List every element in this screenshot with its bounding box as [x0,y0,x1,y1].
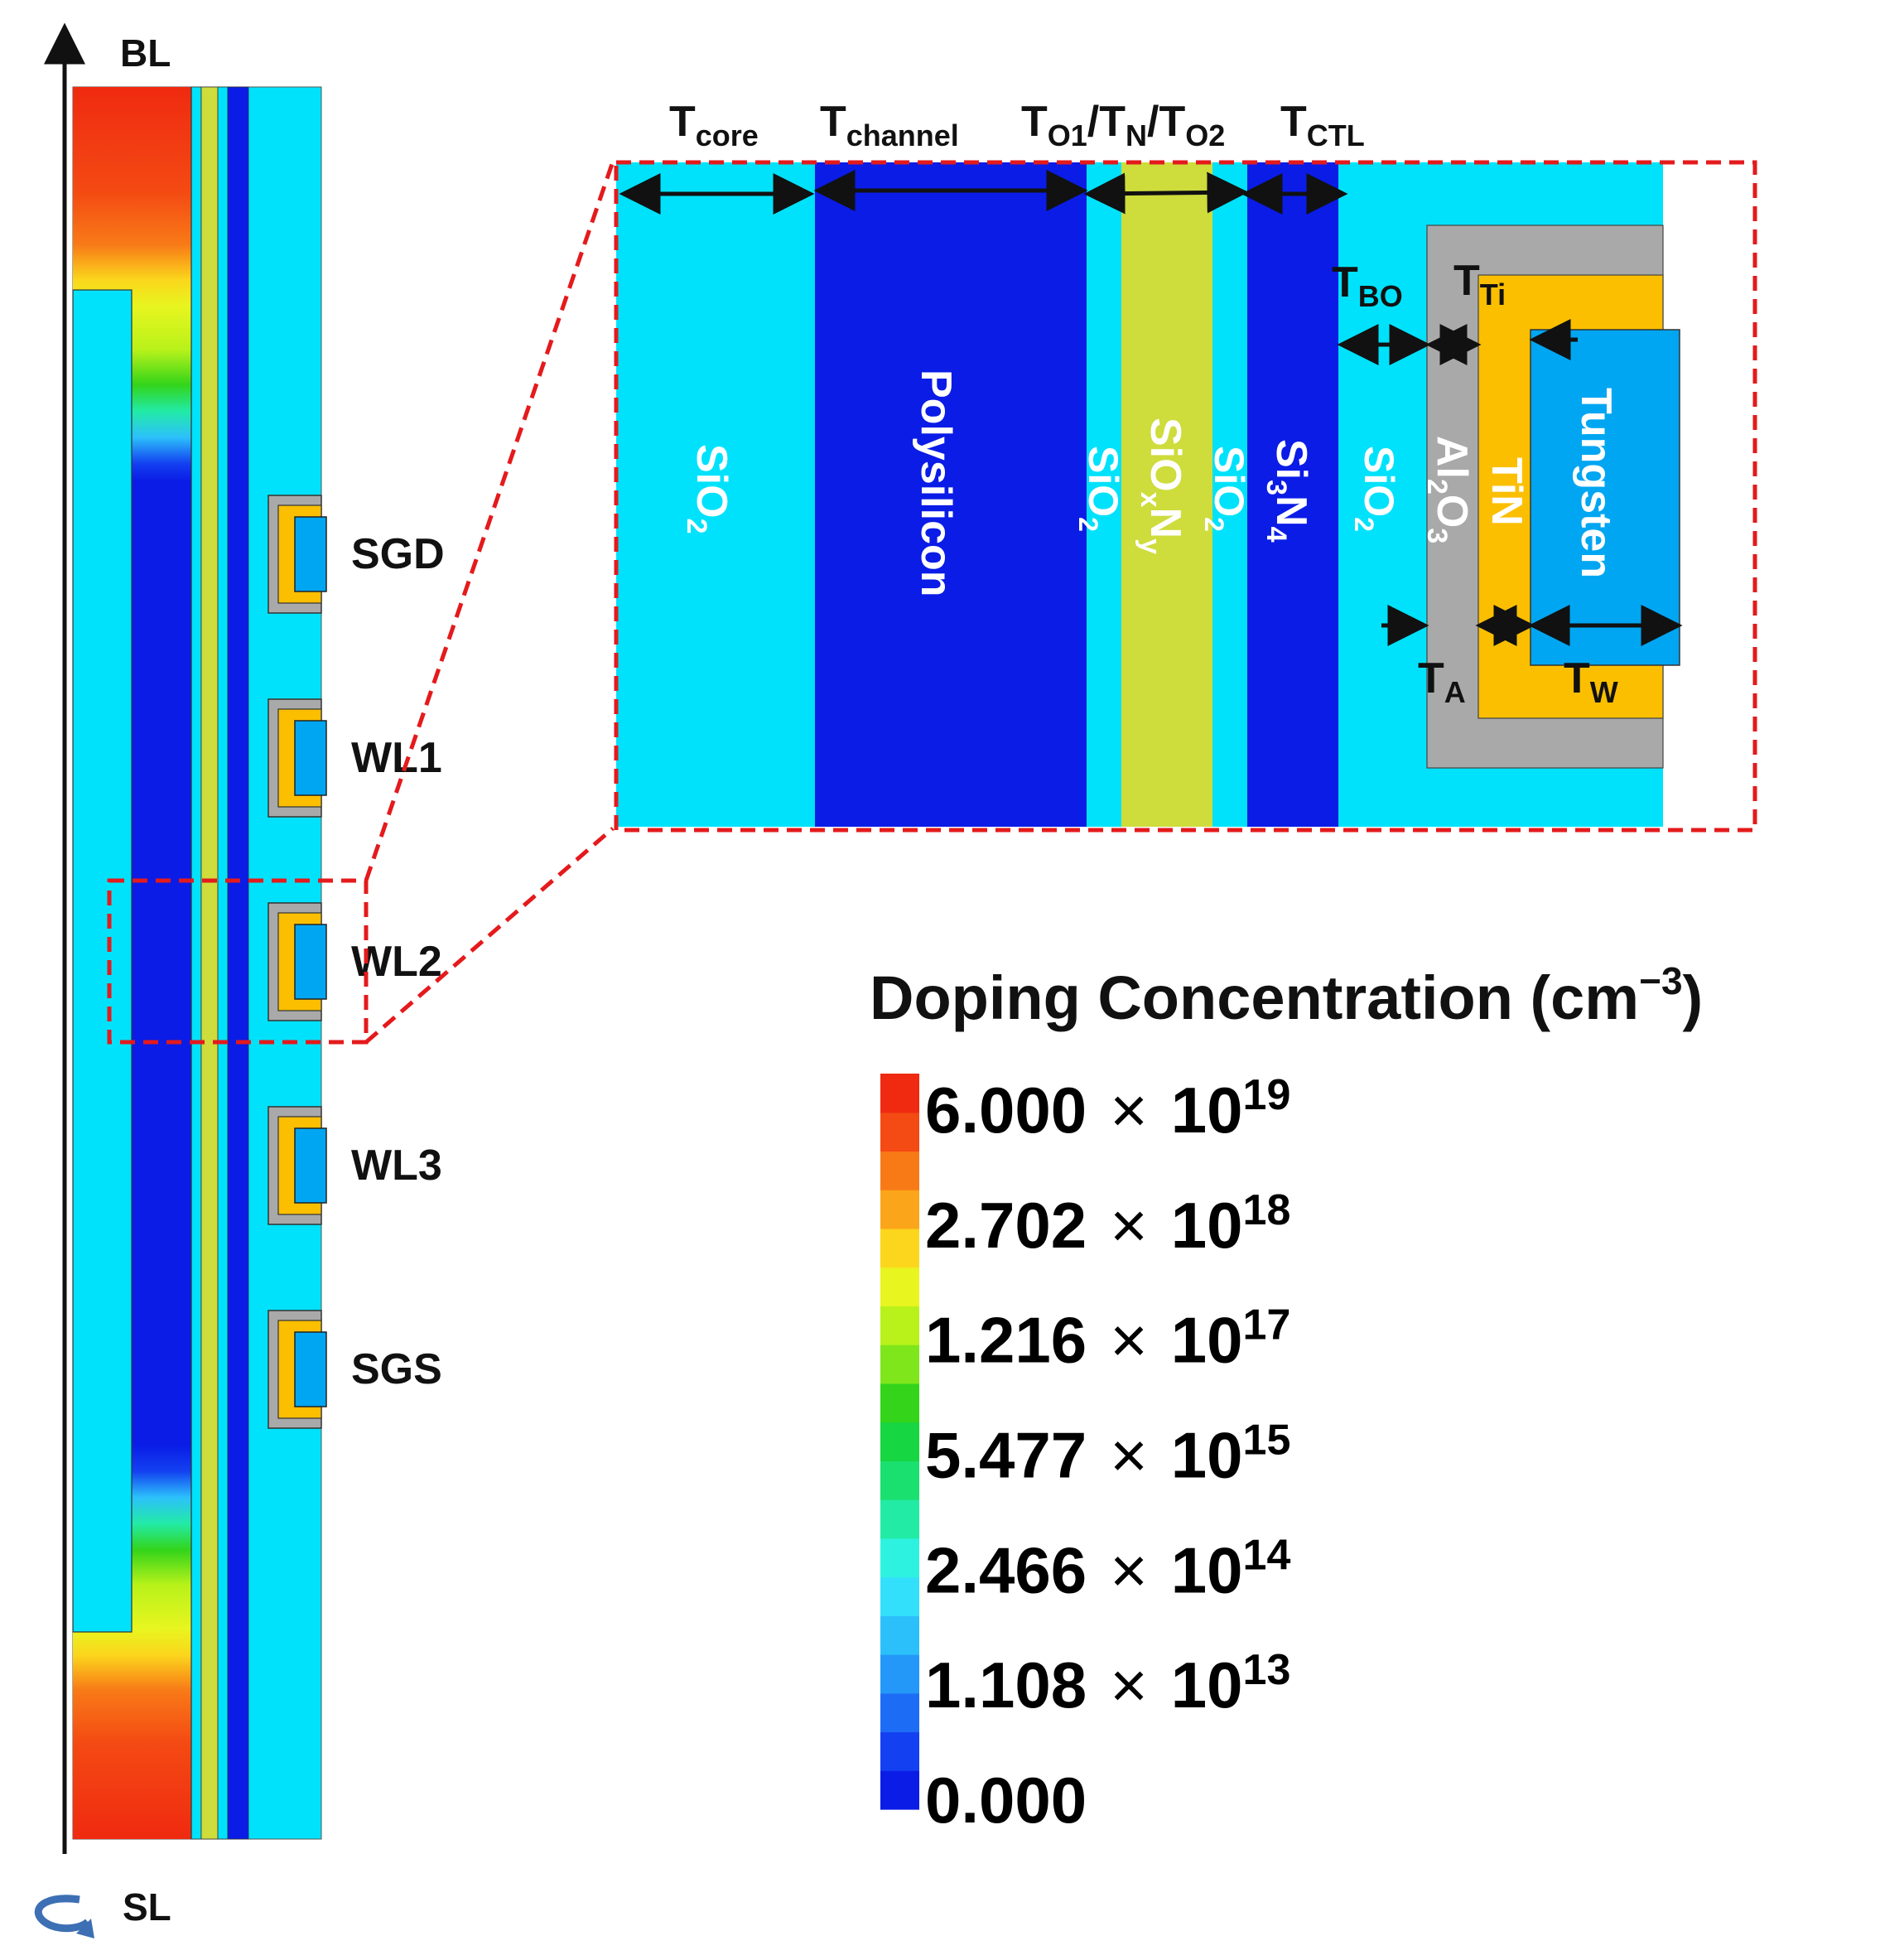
legend-title: Doping Concentration (cm−3) [870,959,1703,1032]
sioxny-region [1121,162,1212,827]
material-label-polysilicon: Polysilicon [912,369,960,597]
colorbar-segment [880,1654,919,1694]
gate-stack-wl2 [268,902,327,1021]
tick-label: 6.000×1019 [925,1071,1290,1147]
tick-label: 2.466×1014 [925,1531,1290,1606]
material-label-tunnel-sio2: SiO2 [1073,446,1126,532]
colorbar-segment [880,1460,919,1500]
colorbar-segment [880,1615,919,1655]
tick-label: 2.702×1018 [925,1186,1290,1262]
tick-label: 5.477×1015 [925,1417,1290,1492]
label-t-ono: TO1/TN/TO2 [1021,98,1225,152]
colorbar-segment [880,1190,919,1229]
colorbar-segment [880,1499,919,1539]
material-label-si3n4: Si3N4 [1261,439,1315,543]
gate-tungsten [294,1127,327,1204]
zoom-leader-upper [364,161,615,881]
mid-sio2-region [1212,162,1247,827]
gate-label-sgs: SGS [351,1345,442,1393]
gate-stacks [268,495,327,1429]
zoom-target-box [614,160,1757,833]
material-label-core-sio2: SiO2 [681,444,735,534]
tick-label: 1.216×1017 [925,1301,1290,1377]
zoom-indicator [107,161,615,1045]
arrow-t-ono [1083,171,1249,215]
zoom-leader-lower [364,827,615,1044]
label-t-channel: Tchannel [820,98,959,152]
label-t-a: TA [1418,654,1466,709]
colorbar-segment [880,1151,919,1190]
dimension-labels: Tcore Tchannel TO1/TN/TO2 TCTL TBO TTi T… [669,98,1618,709]
gate-tungsten [294,516,327,592]
gate-tungsten [294,720,327,796]
material-label-tin: TiN [1482,457,1531,526]
gate-label-wl3: WL3 [351,1142,442,1190]
tunnel-sio2-region [1087,162,1121,827]
legend-tick-labels: 6.000×1019 2.702×1018 1.216×1017 5.477×1015… [925,1071,1290,1837]
colorbar-segment [880,1267,919,1307]
material-label-blocking-sio2: SiO2 [1349,446,1402,532]
gate-stack-wl1 [268,698,327,818]
zoomed-cell: Tcore Tchannel TO1/TN/TO2 TCTL TBO TTi T… [614,98,1757,833]
gate-stack-sgd [268,495,327,614]
label-t-ctl: TCTL [1280,98,1365,152]
gate-tungsten [294,924,327,1000]
nitride-strip [227,86,249,1840]
gate-tungsten [294,1331,327,1407]
tick-label: 1.108×1013 [925,1646,1290,1721]
dimension-arrows [619,170,1683,646]
colorbar-segment [880,1228,919,1268]
label-t-w: TW [1564,654,1618,709]
colorbar-segment [880,1422,919,1461]
material-label-mid-sio2: SiO2 [1199,446,1252,532]
colorbar-segment [880,1306,919,1345]
gate-label-wl1: WL1 [351,734,442,782]
colorbar-segment [880,1692,919,1733]
material-label-sioxny: SiOxNy [1135,418,1189,554]
doping-legend: Doping Concentration (cm−3) 6.000×1019 2.… [870,959,1703,1837]
label-t-core: Tcore [669,98,759,152]
si3n4-region [1247,162,1338,827]
tick-label: 0.000 [925,1764,1087,1837]
legend-colorbar [880,1074,919,1810]
zoom-source-box [107,878,369,1045]
colorbar-segment [880,1538,919,1578]
material-labels: SiO2 Polysilicon SiO2 SiOxNy SiO2 Si3N4 … [681,369,1620,597]
colorbar-segment [880,1770,919,1810]
rotation-arrow-icon [34,1895,94,1938]
mid-oxide-strip [217,86,229,1840]
label-t-ti: TTi [1453,257,1506,311]
tunnel-oxide-strip [190,86,202,1840]
colorbar-segment [880,1344,919,1384]
core-oxide-pillar [72,289,133,1633]
material-label-al2o3: Al2O3 [1421,436,1476,543]
gate-stack-wl3 [268,1106,327,1225]
gate-stack-sgs [268,1310,327,1429]
colorbar-segment [880,1383,919,1423]
colorbar-segment [880,1074,919,1113]
label-t-bo: TBO [1332,258,1403,313]
axis-bottom-label: SL [123,1885,171,1929]
core-sio2-region [616,162,815,827]
oxynitride-strip [200,86,219,1840]
colorbar-segment [880,1112,919,1152]
material-label-tungsten: Tungsten [1572,388,1620,578]
colorbar-segment [880,1576,919,1616]
gate-label-sgd: SGD [351,530,445,578]
colorbar-segment [880,1731,919,1771]
axis-top-label: BL [120,31,171,75]
polysilicon-region [815,162,1087,827]
